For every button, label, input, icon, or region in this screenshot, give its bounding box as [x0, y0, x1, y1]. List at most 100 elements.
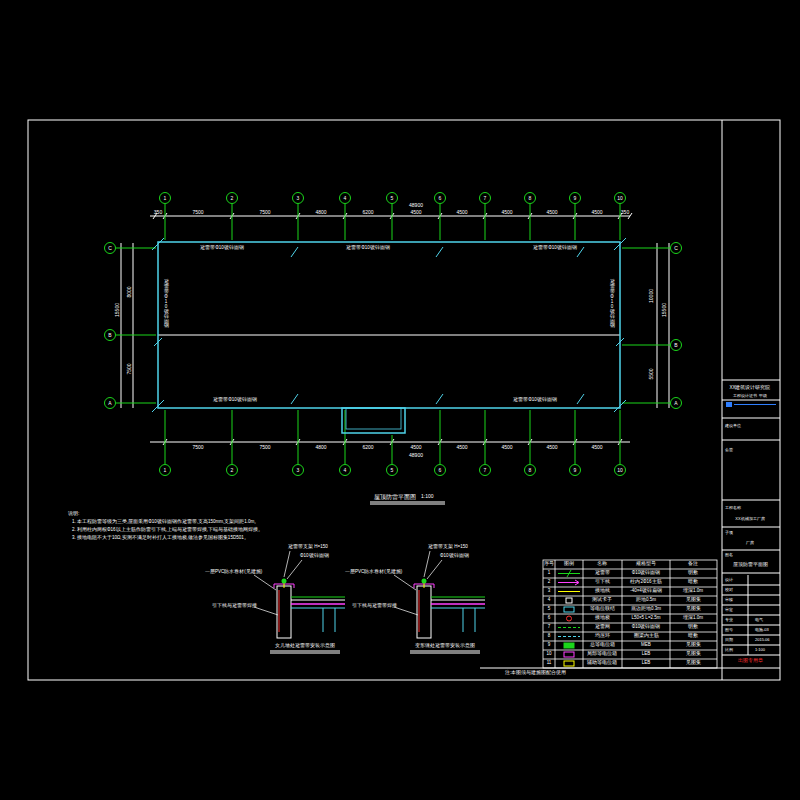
drawing-label: 明敷 — [688, 571, 698, 576]
drawing-label: 圈梁内主筋 — [634, 634, 659, 639]
drawing-label: 见图集 — [686, 607, 701, 612]
drawing-label: 名称 — [597, 562, 607, 567]
drawing-label: 1:100 — [755, 648, 765, 652]
drawing-label: 10000 — [649, 289, 654, 303]
drawing-label: 避雷带支架 H=150 — [428, 545, 468, 550]
drawing-label: 日期 — [725, 638, 733, 642]
drawing-label: 2. 利用柱内两根Φ16以上主筋作防雷引下线,上端与避雷带焊接,下端与基础接地网… — [72, 528, 263, 533]
drawing-label: 1 — [164, 468, 167, 473]
drawing-label: 柱内2Φ16主筋 — [630, 580, 661, 585]
drawing-label: 避雷带支架 H=150 — [288, 545, 328, 550]
drawing-label: 避雷带Φ10镀锌圆钢 — [200, 246, 244, 251]
drawing-label: 7 — [484, 196, 487, 201]
drawing-label: 7500 — [259, 445, 270, 450]
drawing-label: 备注 — [688, 562, 698, 567]
drawing-label: 10 — [617, 468, 623, 473]
drawing-label: 350 — [621, 210, 629, 215]
drawing-label: XX机械加工厂房 — [735, 517, 764, 521]
drawing-label: 5 — [548, 607, 551, 612]
drawing-label: 1. 本工程防雷等级为三类,屋面采用Φ10镀锌圆钢作避雷带,支高150mm,支架… — [72, 520, 259, 525]
drawing-label: 4500 — [546, 445, 557, 450]
drawing-label: 一层PVC防水卷材(见建施) — [205, 570, 262, 575]
drawing-label: 避雷带Φ10镀锌圆钢 — [610, 280, 615, 329]
legend-text: 引下线 — [595, 580, 610, 585]
drawing-label: 暗敷 — [688, 634, 698, 639]
drawing-label: 注:本图须与建施图配合使用 — [505, 671, 566, 676]
drawing-label: 序号 — [544, 562, 554, 567]
drawing-label: C — [108, 246, 112, 251]
drawing-label: 3 — [297, 196, 300, 201]
drawing-label: 8 — [529, 468, 532, 473]
drawing-label: 见图集 — [686, 661, 701, 666]
drawing-label: 15500 — [115, 303, 120, 317]
drawing-label: 48900 — [409, 203, 423, 208]
drawing-label: 7500 — [192, 445, 203, 450]
drawing-label: 工程名称 — [725, 506, 741, 510]
drawing-label: 4500 — [410, 445, 421, 450]
drawing-label: Φ10镀锌圆钢 — [632, 625, 661, 630]
drawing-label: 6 — [439, 468, 442, 473]
drawing-label: 避雷带Φ10镀锌圆钢 — [533, 246, 577, 251]
drawing-label: 2 — [231, 468, 234, 473]
drawing-label: 9 — [548, 643, 551, 648]
drawing-label: 图号 — [725, 628, 733, 632]
drawing-label: 10 — [617, 196, 623, 201]
drawing-label: 建设单位 — [725, 424, 741, 428]
drawing-label: 8 — [548, 634, 551, 639]
drawing-label: Φ10镀锌圆钢 — [300, 554, 329, 559]
drawing-label: 8 — [529, 196, 532, 201]
drawing-label: 6 — [548, 616, 551, 621]
drawing-label: 屋顶防雷平面图 — [733, 563, 768, 568]
drawing-label: 8000 — [127, 286, 132, 297]
drawing-label: 5 — [391, 196, 394, 201]
drawing-label: 变形缝处避雷带安装示意图 — [415, 644, 475, 649]
legend-text: 避雷网 — [595, 625, 610, 630]
drawing-label: 350 — [154, 210, 162, 215]
drawing-label: 审定 — [725, 608, 733, 612]
drawing-label: Φ10镀锌圆钢 — [440, 554, 469, 559]
legend-text: 等电位联结 — [590, 607, 615, 612]
legend-text: 均压环 — [595, 634, 610, 639]
drawing-label: 规格型号 — [636, 562, 656, 567]
drawing-label: 4500 — [501, 445, 512, 450]
drawing-label: 一层PVC防水卷材(见建施) — [345, 570, 402, 575]
drawing-label: 4500 — [456, 445, 467, 450]
drawing-label: 厂房 — [746, 541, 754, 545]
drawing-label: 专业 — [725, 618, 733, 622]
drawing-label: 图名 — [725, 553, 733, 557]
drawing-label: 1 — [548, 571, 551, 576]
drawing-label: 4500 — [456, 210, 467, 215]
drawing-label: 6200 — [362, 445, 373, 450]
drawing-label: 2 — [548, 580, 551, 585]
drawing-label: 电气 — [755, 618, 763, 622]
drawing-label: 比例 — [725, 648, 733, 652]
drawing-label: 15500 — [662, 303, 667, 317]
drawing-label: 5 — [391, 468, 394, 473]
drawing-label: 埋深1.0m — [683, 589, 703, 594]
drawing-label: 4800 — [315, 210, 326, 215]
drawing-label: 1 — [164, 196, 167, 201]
drawing-label: 9 — [574, 196, 577, 201]
drawing-label: -40×4镀锌扁钢 — [630, 589, 662, 594]
drawing-title: 屋顶防雷平面图 — [374, 494, 416, 500]
drawing-label: A — [108, 401, 111, 406]
drawing-label: 引下线与避雷带焊接 — [352, 604, 397, 609]
drawing-label: 避雷带Φ10镀锌圆钢 — [164, 280, 169, 329]
drawing-label: 48900 — [409, 453, 423, 458]
legend-text: 避雷带 — [595, 571, 610, 576]
drawing-label: 说明: — [68, 511, 79, 516]
legend-text: 总等电位箱 — [590, 643, 615, 648]
drawing-label: 出图专用章 — [738, 659, 763, 664]
drawing-label: 图例 — [564, 562, 574, 567]
drawing-label: 避雷带Φ10镀锌圆钢 — [346, 246, 390, 251]
drawing-label: LEB — [642, 652, 651, 657]
drawing-label: 4500 — [546, 210, 557, 215]
drawing-label: 4500 — [501, 210, 512, 215]
drawing-label: 4 — [344, 196, 347, 201]
drawing-label: 距地0.5m — [636, 598, 656, 603]
drawing-label: A — [674, 401, 677, 406]
drawing-label: 2 — [231, 196, 234, 201]
drawing-label: 9 — [574, 468, 577, 473]
